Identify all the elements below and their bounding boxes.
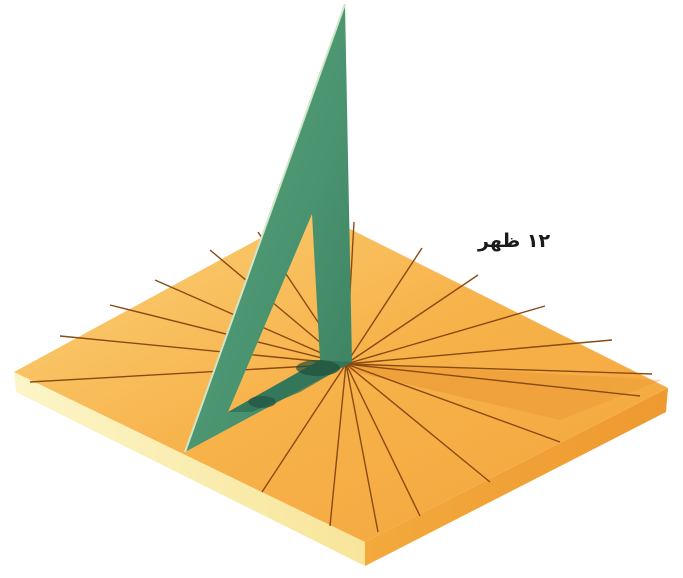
- gnomon-shadow: [346, 362, 662, 420]
- noon-label: ۱۲ ظهر: [478, 230, 551, 252]
- dial-top-face: [14, 210, 668, 542]
- gnomon-foot-shadow: [296, 360, 340, 376]
- dial-front-side: [14, 372, 365, 566]
- gnomon-body: [185, 4, 352, 452]
- dial-right-side: [365, 388, 668, 566]
- gnomon: [184, 3, 352, 453]
- gnomon-edge-highlight: [184, 3, 346, 453]
- gnomon-foot-shadow-2: [248, 396, 276, 408]
